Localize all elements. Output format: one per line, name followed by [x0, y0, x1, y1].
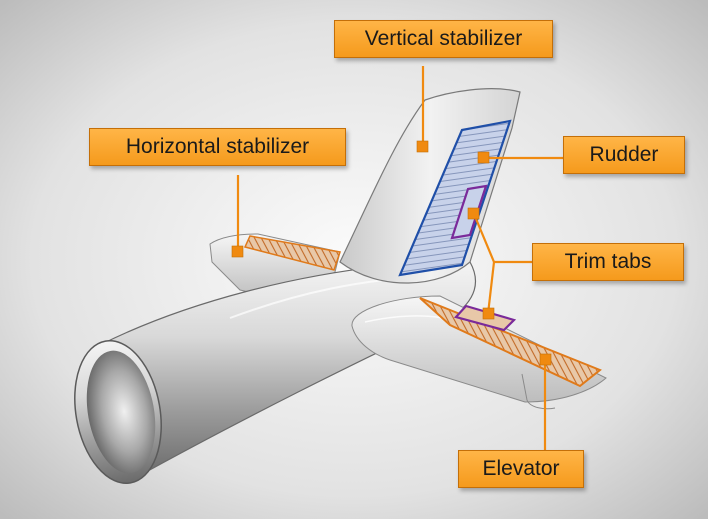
rudder-label: Rudder [563, 136, 685, 174]
horizontal-stabilizer-marker [231, 245, 244, 258]
elevator-marker [539, 353, 552, 366]
rudder-marker [477, 151, 490, 164]
elevator-trim-tab-marker [482, 307, 495, 320]
horizontal-stabilizer-label: Horizontal stabilizer [89, 128, 346, 166]
vertical-stabilizer-label: Vertical stabilizer [334, 20, 553, 58]
rudder-trim-tab-marker [467, 207, 480, 220]
leader-lines [236, 66, 563, 450]
vertical-stabilizer-marker [416, 140, 429, 153]
trim-tabs-label: Trim tabs [532, 243, 684, 281]
elevator-label: Elevator [458, 450, 584, 488]
